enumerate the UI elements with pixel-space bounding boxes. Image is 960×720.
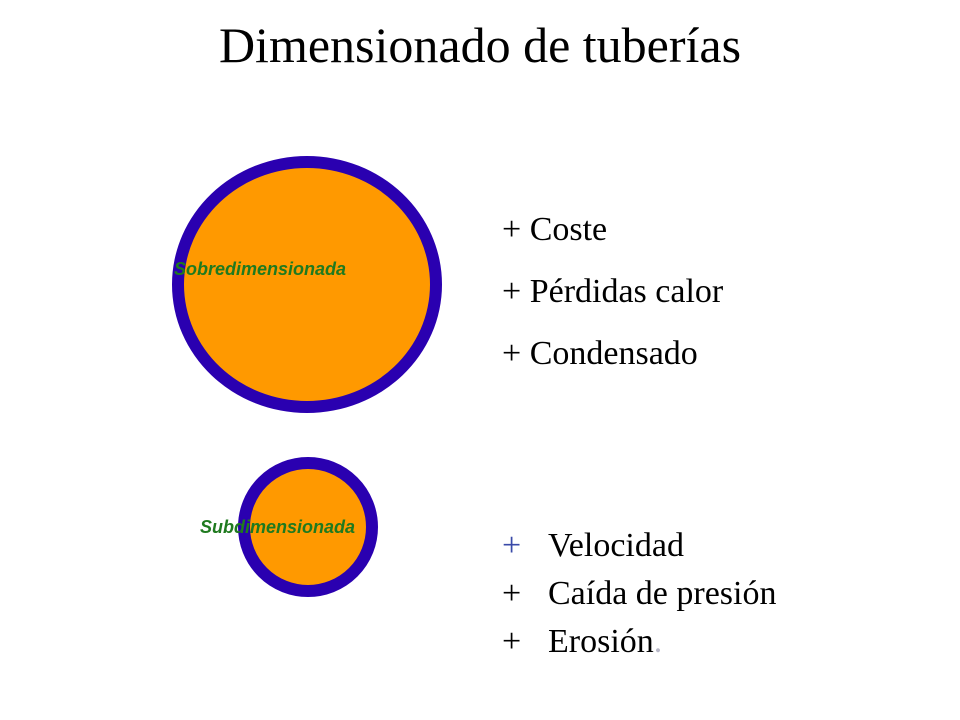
effect-text: Velocidad (548, 527, 684, 564)
effect-item: + Coste (502, 205, 723, 267)
effect-item: + Caída de presión (502, 570, 777, 618)
undersized-pipe-label: Subdimensionada (200, 517, 356, 537)
effect-item: + Erosión. (502, 618, 777, 666)
oversized-pipe-cross-section (172, 156, 442, 413)
slide-title: Dimensionado de tuberías (218, 17, 742, 73)
effect-text: Condensado (529, 335, 698, 372)
effect-item: + Pérdidas calor (502, 267, 723, 329)
oversized-pipe-label: Sobredimensionada (174, 259, 347, 279)
effect-text: Erosión (548, 623, 654, 660)
plus-sign: + (502, 273, 522, 310)
oversized-effects-list: + Coste + Pérdidas calor + Condensado (502, 205, 723, 391)
effect-text: Pérdidas calor (529, 273, 724, 310)
plus-sign: + (502, 335, 522, 372)
undersized-effects-list: + Velocidad + Caída de presión + Erosión. (502, 522, 777, 666)
plus-sign: + (502, 211, 522, 248)
plus-sign: + (502, 575, 522, 612)
effect-item: + Condensado (502, 329, 723, 391)
plus-sign: + (502, 623, 522, 660)
effect-text: Caída de presión (548, 575, 777, 612)
effect-text: Coste (529, 211, 608, 248)
effect-item: + Velocidad (502, 522, 777, 570)
plus-sign: + (502, 527, 522, 564)
trailing-period: . (653, 623, 663, 660)
